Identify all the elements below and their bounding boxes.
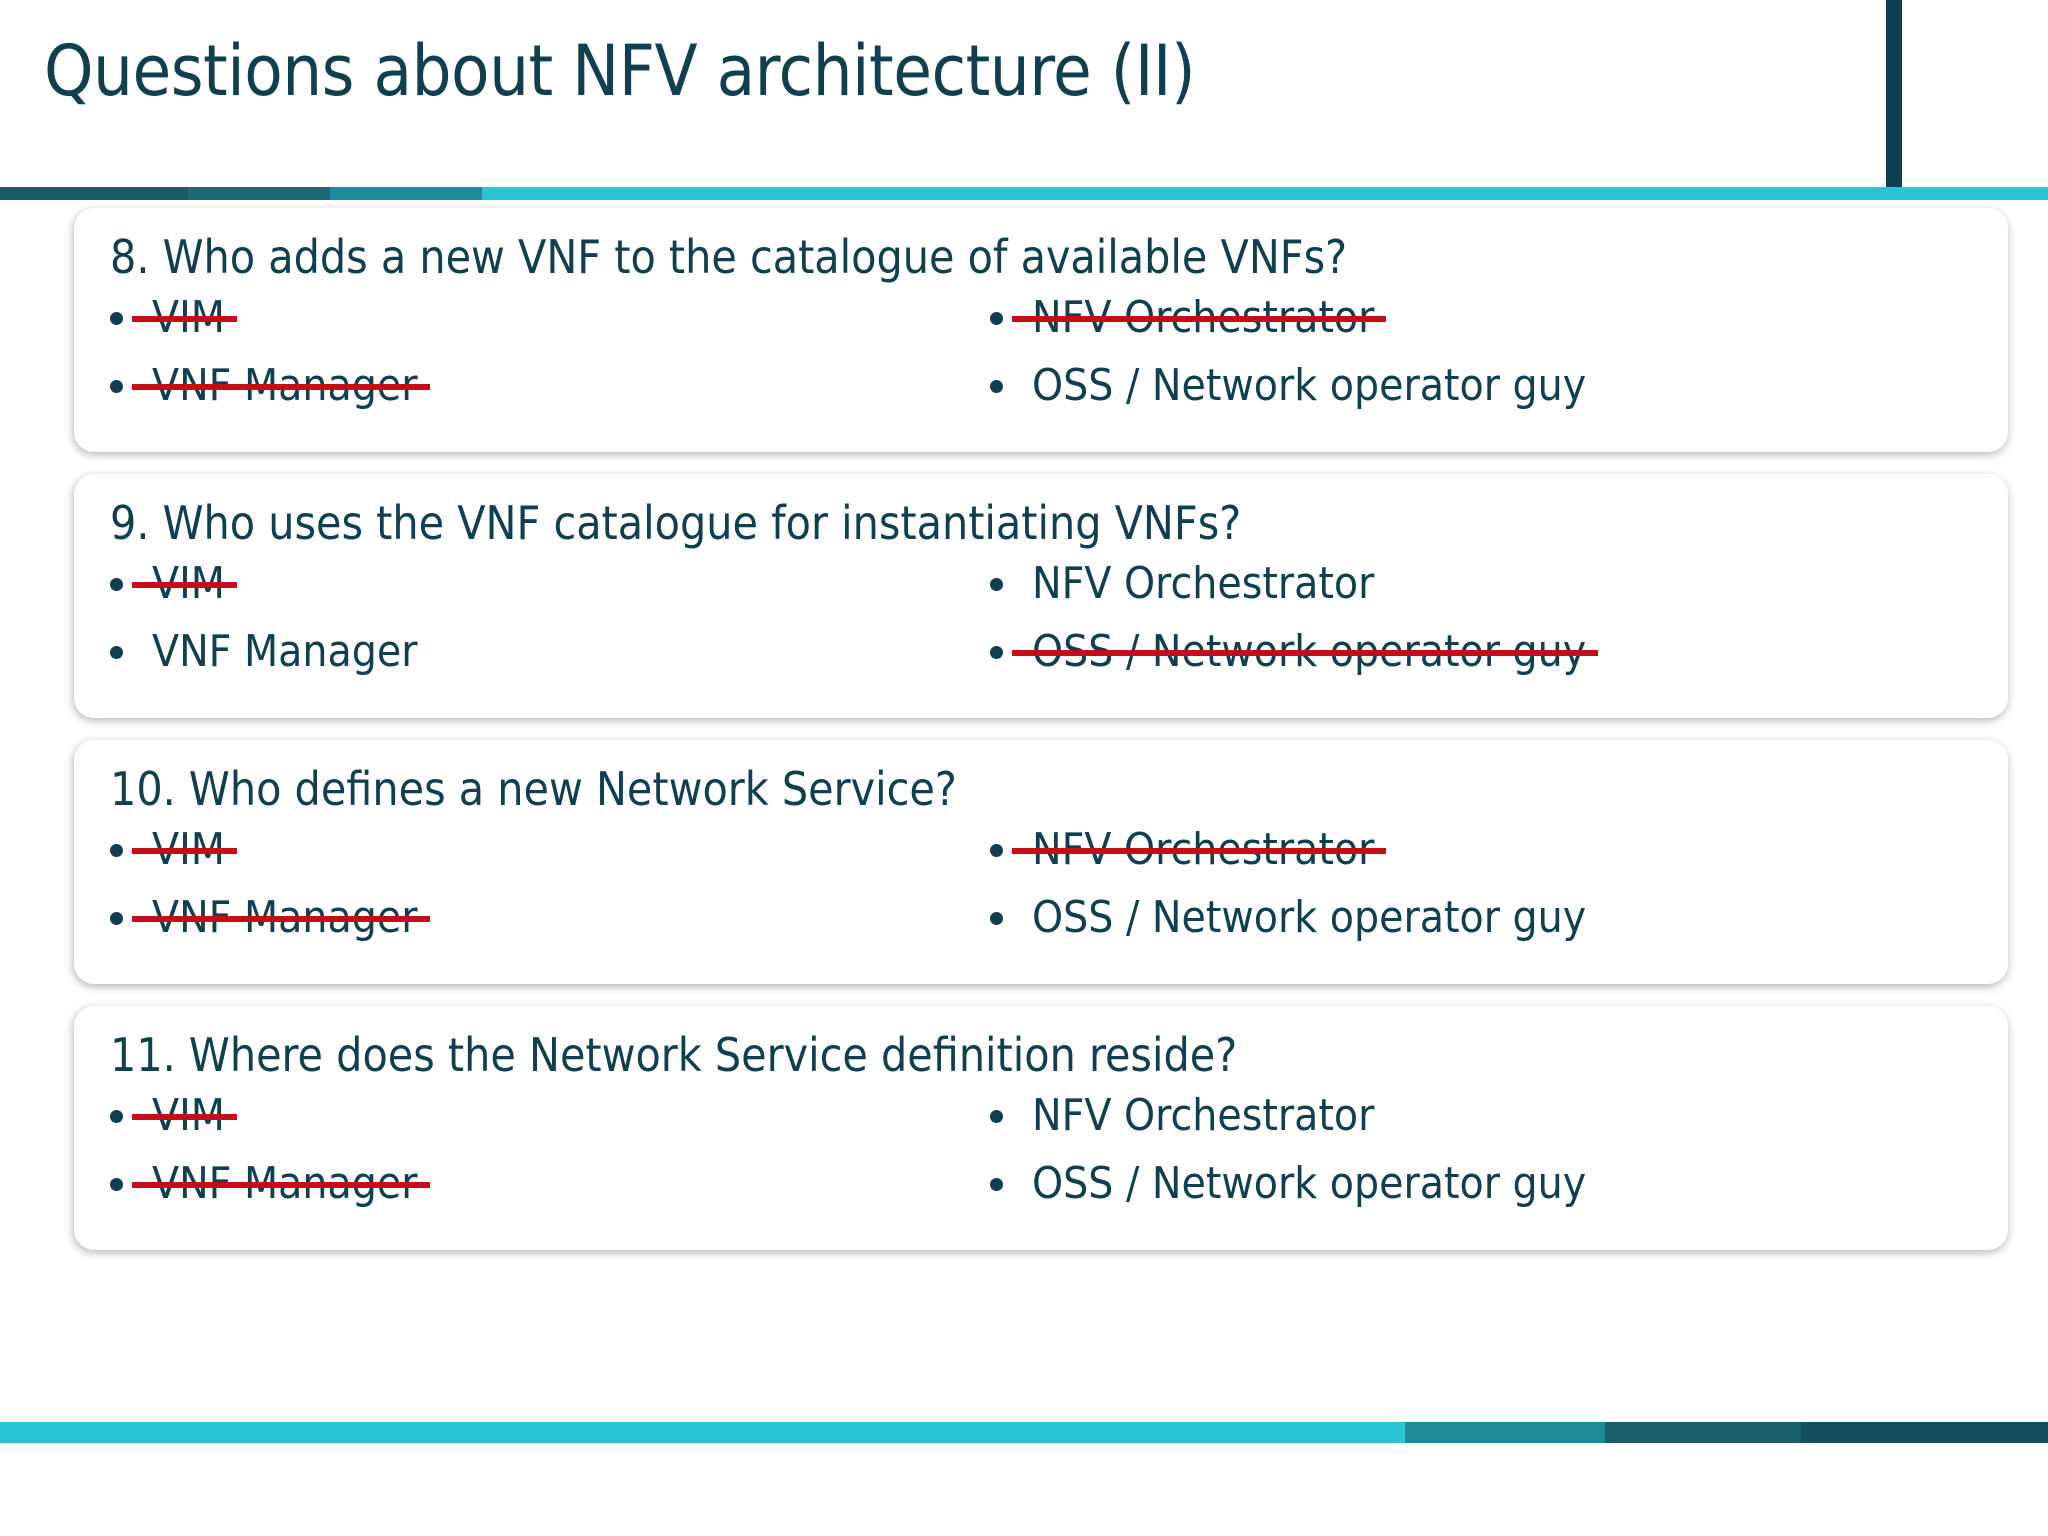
answer-option[interactable]: VNF Manager [110, 624, 970, 692]
header-rule-segment-3 [330, 187, 482, 200]
question-card: 9. Who uses the VNF catalogue for instan… [74, 474, 2008, 718]
footer-rule-segment-2 [1405, 1422, 1605, 1443]
question-card: 10. Who defines a new Network Service? VI… [74, 740, 2008, 984]
answer-option[interactable]: OSS / Network operator guy [990, 358, 1890, 426]
answer-label: OSS / Network operator guy [1032, 1158, 1587, 1209]
answer-option[interactable]: VNF Manager [110, 358, 970, 426]
bullet-dot-icon [990, 556, 1024, 612]
answer-option[interactable]: VNF Manager [110, 1156, 970, 1224]
question-text: 8. Who adds a new VNF to the catalogue o… [110, 230, 1348, 284]
header-rule-segment-2 [188, 187, 330, 200]
bullet-dot-icon [110, 290, 144, 346]
header-rule [0, 187, 2048, 200]
bullet-dot-icon [990, 1088, 1024, 1144]
answer-label-struck: VIM [132, 290, 237, 346]
answer-column-left: VIM VNF Manager [110, 290, 970, 426]
answer-label: OSS / Network operator guy [1032, 360, 1587, 411]
answer-option[interactable]: NFV Orchestrator [990, 556, 1890, 624]
bullet-dot-icon [110, 556, 144, 612]
answer-label: OSS / Network operator guy [1032, 892, 1587, 943]
slide-header: Questions about NFV architecture (II) [0, 0, 2048, 200]
answer-label-struck: VNF Manager [132, 1156, 430, 1212]
question-card: 11. Where does the Network Service defin… [74, 1006, 2008, 1250]
bullet-dot-icon [110, 624, 144, 680]
answer-label: NFV Orchestrator [1032, 558, 1375, 609]
bullet-dot-icon [110, 890, 144, 946]
bullet-dot-icon [110, 1156, 144, 1212]
answer-label-struck: NFV Orchestrator [1011, 290, 1387, 346]
footer-rule-segment-4 [1801, 1422, 2048, 1443]
answer-label: NFV Orchestrator [1032, 1090, 1375, 1141]
bullet-dot-icon [110, 358, 144, 414]
answer-option[interactable]: VNF Manager [110, 890, 970, 958]
answer-option[interactable]: OSS / Network operator guy [990, 624, 1890, 692]
footer-rule-segment-1 [0, 1422, 1405, 1443]
answer-option[interactable]: OSS / Network operator guy [990, 890, 1890, 958]
answer-option[interactable]: VIM [110, 1088, 970, 1156]
answer-column-left: VIM VNF Manager [110, 556, 970, 692]
bullet-dot-icon [990, 1156, 1024, 1212]
header-rule-segment-4 [482, 187, 2048, 200]
question-text: 9. Who uses the VNF catalogue for instan… [110, 496, 1242, 550]
question-card: 8. Who adds a new VNF to the catalogue o… [74, 208, 2008, 452]
answer-column-left: VIM VNF Manager [110, 1088, 970, 1224]
bullet-dot-icon [990, 290, 1024, 346]
answer-label-struck: VNF Manager [132, 890, 430, 946]
bullet-dot-icon [110, 822, 144, 878]
answer-option[interactable]: NFV Orchestrator [990, 1088, 1890, 1156]
bullet-dot-icon [990, 624, 1024, 680]
answer-label-struck: VNF Manager [132, 358, 430, 414]
answer-label-struck: VIM [132, 822, 237, 878]
answer-option[interactable]: VIM [110, 556, 970, 624]
answer-option[interactable]: VIM [110, 822, 970, 890]
answer-label-struck: NFV Orchestrator [1011, 822, 1387, 878]
answer-label: VNF Manager [152, 626, 418, 677]
answer-option[interactable]: NFV Orchestrator [990, 822, 1890, 890]
answer-label-struck: OSS / Network operator guy [1011, 624, 1599, 680]
question-text: 11. Where does the Network Service defin… [110, 1028, 1238, 1082]
bullet-dot-icon [110, 1088, 144, 1144]
answer-option[interactable]: VIM [110, 290, 970, 358]
page-title: Questions about NFV architecture (II) [44, 30, 1196, 112]
answer-label-struck: VIM [132, 556, 237, 612]
answer-label-struck: VIM [132, 1088, 237, 1144]
answer-option[interactable]: OSS / Network operator guy [990, 1156, 1890, 1224]
answer-option[interactable]: NFV Orchestrator [990, 290, 1890, 358]
answer-column-left: VIM VNF Manager [110, 822, 970, 958]
bullet-dot-icon [990, 890, 1024, 946]
footer-rule-segment-3 [1605, 1422, 1801, 1443]
question-text: 10. Who defines a new Network Service? [110, 762, 957, 816]
question-card-list: 8. Who adds a new VNF to the catalogue o… [0, 208, 2048, 1272]
header-vertical-accent-bar [1886, 0, 1902, 188]
header-rule-segment-1 [0, 187, 188, 200]
bullet-dot-icon [990, 822, 1024, 878]
footer-rule [0, 1422, 2048, 1443]
bullet-dot-icon [990, 358, 1024, 414]
